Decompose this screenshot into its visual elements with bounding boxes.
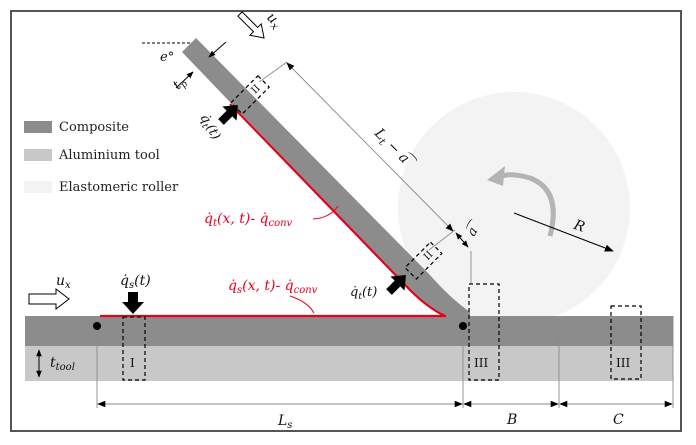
zone-3-left-label: III (474, 356, 488, 370)
tool-thickness-label: ttool (50, 355, 75, 373)
legend-label-aluminium-tool: Aluminium tool (58, 148, 160, 163)
roller-radius-dimension (513, 212, 614, 252)
legend-swatch-composite (24, 121, 52, 133)
region-b-label: B (506, 412, 517, 428)
substrate-heat-flux-arrow (122, 292, 144, 314)
tape-heat-flux-label-bottom: q̇t(t) (350, 285, 377, 302)
feed-velocity-arrow-substrate (28, 287, 70, 311)
roller-rotation-arrowhead (487, 166, 505, 186)
legend-swatch-aluminium-tool (24, 149, 52, 161)
zone-3-right-box (610, 305, 642, 380)
feed-velocity-arrow-tape (237, 11, 265, 39)
legend-label-composite: Composite (59, 120, 129, 135)
aluminium-tool (25, 346, 673, 381)
angle-label: e° (160, 50, 174, 65)
nip-point (459, 322, 467, 330)
tape-heat-flux-arrow-top (218, 105, 238, 125)
ply-thickness-arrow-outer (208, 41, 227, 58)
substrate-heat-flux-label: q̇s(t) (120, 273, 151, 291)
zone-3-left-box (468, 283, 500, 381)
roller-rotation-arrow (498, 172, 556, 237)
region-c-label: C (613, 412, 624, 428)
tape-heated-boundary (229, 103, 446, 317)
ply-thickness-arrow-inner (175, 71, 194, 89)
substrate-start-point (93, 322, 101, 330)
zone-1-box (122, 316, 146, 381)
tape-heat-flux-label-top: q̇t(t) (195, 112, 223, 144)
tape-length-extension-top (258, 61, 288, 83)
arc-length-dimension (455, 232, 469, 248)
tape-heat-flux-arrow-bottom (386, 275, 406, 295)
substrate-boundary-leader (289, 295, 315, 314)
tape-length-dimension (286, 62, 454, 232)
zone-3-right-label: III (616, 356, 630, 370)
legend-label-elastomeric-roller: Elastomeric roller (59, 180, 179, 195)
substrate-length-label: Ls (277, 413, 292, 431)
elastomeric-roller (398, 92, 630, 324)
composite-substrate (25, 316, 673, 346)
zone-1-label: I (130, 356, 135, 370)
feed-velocity-label-tape: ux (262, 10, 285, 33)
legend-swatch-elastomeric-roller (24, 181, 52, 193)
feed-velocity-label-substrate: ux (56, 273, 71, 291)
arc-extension-line (428, 229, 456, 251)
tape-boundary-label: q̇t(x, t)- q̇conv (204, 211, 293, 229)
substrate-boundary-label: q̇s(x, t)- q̇conv (228, 278, 318, 296)
